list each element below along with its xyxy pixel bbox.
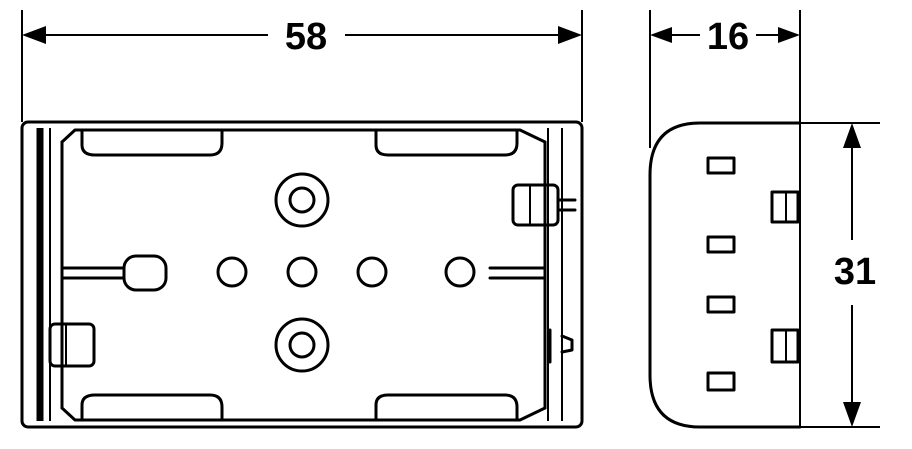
bottom-left-clip (80, 393, 224, 421)
side-slot-3 (706, 295, 736, 314)
hole-3 (356, 256, 388, 288)
depth-dimension: 16 (650, 16, 800, 58)
width-dimension: 58 (22, 16, 582, 58)
side-slot-4 (706, 371, 736, 392)
height-dimension: 31 (834, 123, 876, 427)
depth-label: 16 (707, 16, 749, 58)
side-body (648, 121, 802, 429)
height-label: 31 (834, 251, 876, 293)
left-contact-tab (48, 322, 96, 368)
right-contact-tab (511, 183, 560, 227)
top-left-clip (80, 129, 224, 157)
hole-4 (444, 256, 476, 288)
bottom-right-clip (374, 393, 519, 421)
arrow-right-icon (558, 26, 582, 44)
front-view: 58 (20, 10, 584, 429)
side-slot-2 (706, 235, 736, 254)
arrow-left-icon (650, 27, 672, 43)
inner-bottom-edge (60, 406, 547, 422)
top-right-clip (374, 129, 519, 157)
side-slot-1 (706, 156, 736, 175)
hole-2 (286, 256, 318, 288)
width-label: 58 (285, 16, 327, 58)
mount-boss-bottom (274, 317, 330, 373)
inner-top-edge (60, 128, 547, 144)
holder-body (20, 120, 584, 429)
center-slot (122, 254, 168, 292)
hole-1 (216, 256, 248, 288)
mount-boss-top (274, 172, 330, 228)
arrow-right-icon (778, 27, 800, 43)
arrow-up-icon (843, 123, 861, 148)
arrow-left-icon (22, 26, 46, 44)
arrow-down-icon (843, 402, 861, 427)
right-spring (548, 328, 574, 364)
side-view: 16 31 (648, 10, 880, 429)
